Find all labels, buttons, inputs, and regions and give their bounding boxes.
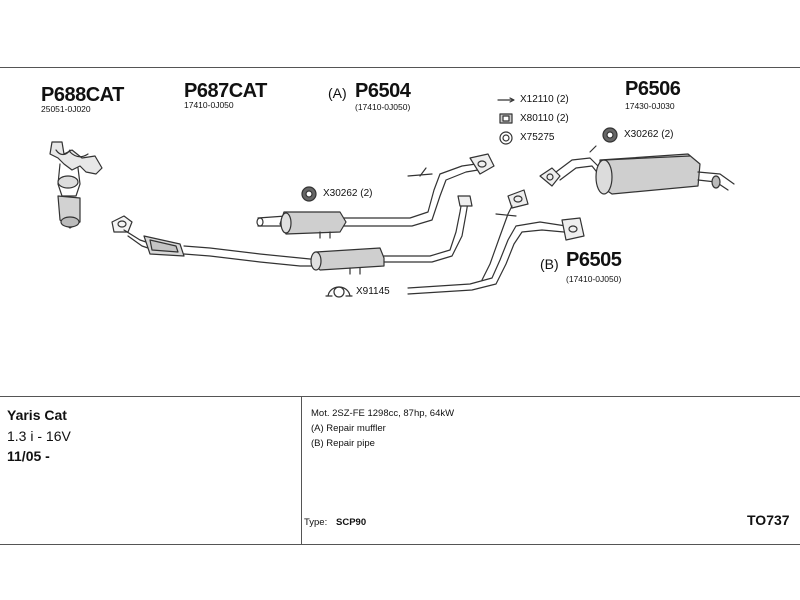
gasket-icon [499,113,513,124]
part-number-p687cat: P687CAT [184,80,267,102]
rubber-mount-icon [301,186,317,202]
vehicle-date: 11/05 - [7,448,50,464]
motor-spec: Mot. 2SZ-FE 1298cc, 87hp, 64kW [311,408,455,419]
accessory-x75275: X75275 [520,132,555,143]
repair-muffler-note: (A) Repair muffler [311,423,386,434]
info-column-divider [301,397,302,544]
part-number-p688cat: P688CAT [41,84,124,106]
vehicle-engine: 1.3 i - 16V [7,428,71,444]
rubber-mount-icon [602,127,618,143]
accessory-x80110: X80110 (2) [520,113,569,124]
ring-gasket-icon [499,131,513,145]
front-pipe-catalyst-part [111,215,321,267]
diagram-frame [0,67,800,545]
centre-silencer-part [310,195,473,275]
vehicle-model: Yaris Cat [7,407,67,423]
part-ref-p687cat: 17410-0J050 [184,100,234,110]
accessory-x30262-mid: X30262 (2) [323,188,373,199]
manifold-catalyst-part [49,141,103,229]
part-number-p6506: P6506 [625,78,681,100]
part-ref-p6506: 17430-0J030 [625,101,675,111]
repair-pipe-note: (B) Repair pipe [311,438,375,449]
part-number-p6505: P6505 [566,249,622,271]
accessory-x12110: X12110 (2) [520,94,569,105]
part-ref-p688cat: 25051-0J020 [41,104,91,114]
part-number-p6504: P6504 [355,80,411,102]
repair-pipe-part [407,189,585,295]
accessory-x91145: X91145 [356,286,390,297]
part-ref-p6504: (17410-0J050) [355,102,411,112]
part-prefix-a: (A) [328,85,347,101]
part-ref-p6505: (17410-0J050) [566,274,622,284]
type-label: Type: [304,517,328,528]
accessory-x30262-rear: X30262 (2) [624,129,674,140]
part-prefix-b: (B) [540,256,559,272]
pipe-clamp-icon [325,286,353,298]
rear-silencer-part [539,145,735,195]
type-value: SCP90 [336,517,367,528]
catalog-code: TO737 [747,512,790,528]
clamp-icon [497,97,515,103]
info-divider [0,396,800,397]
repair-muffler-part [256,153,495,239]
